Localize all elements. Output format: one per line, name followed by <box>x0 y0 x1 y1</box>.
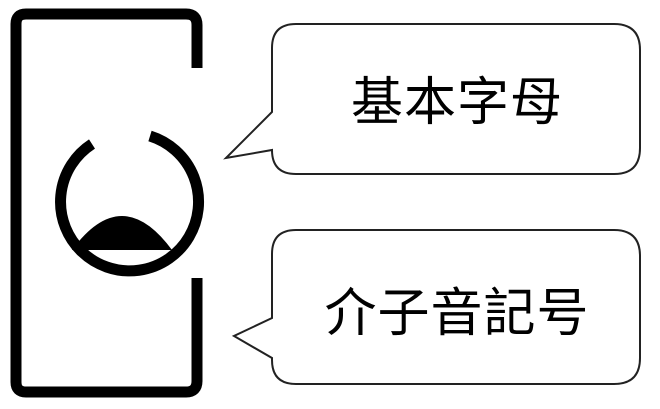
callout-bottom-label: 介子音記号 <box>324 283 590 344</box>
bracket-right-bottom-icon <box>110 278 203 398</box>
callout-bubble-top <box>223 23 641 175</box>
bracket-frame <box>10 8 203 398</box>
glyph-icon <box>55 130 205 277</box>
dome-icon <box>72 216 172 250</box>
bracket-left-icon <box>10 8 120 398</box>
bracket-right-top-icon <box>110 8 203 68</box>
circle-arc-icon <box>55 130 205 277</box>
callout-bubble-bottom <box>231 229 641 385</box>
callout-top-label: 基本字母 <box>350 72 563 133</box>
